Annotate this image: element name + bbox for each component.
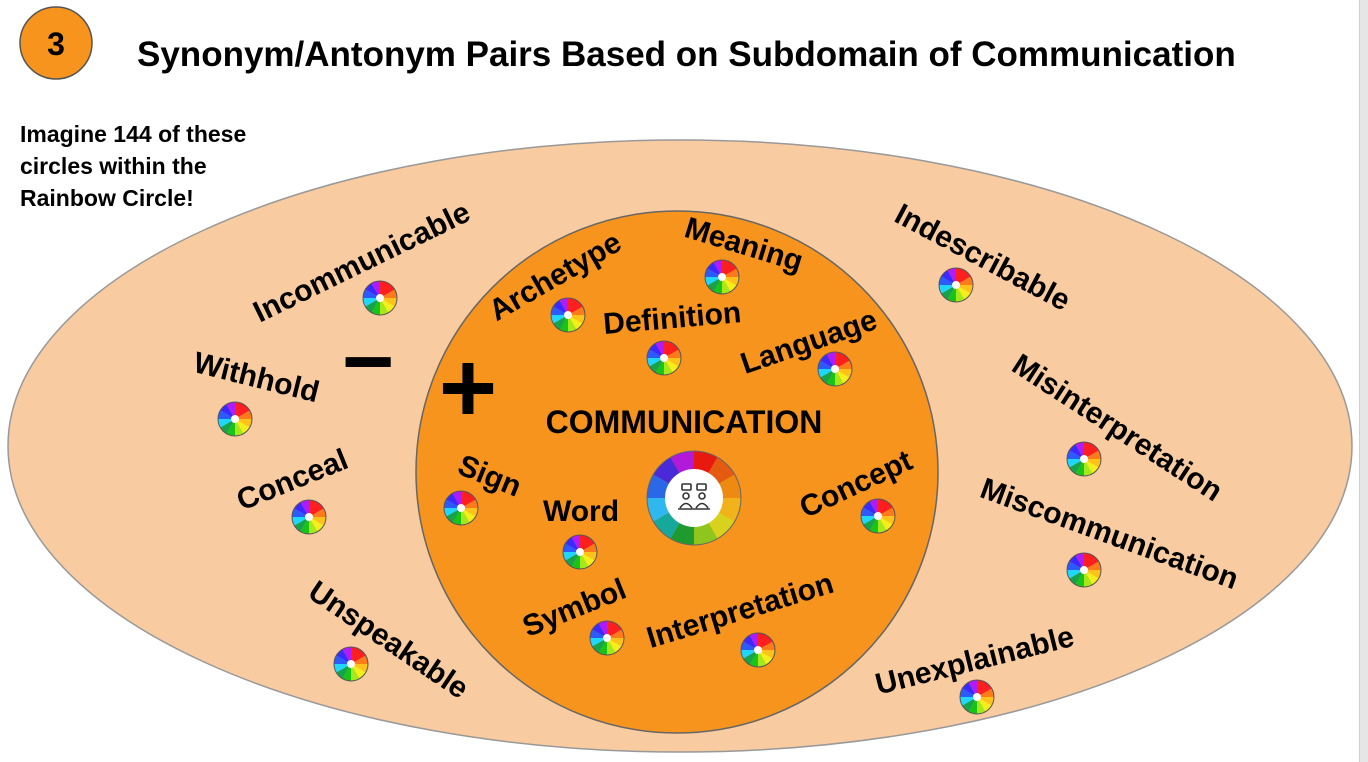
rainbow-wheel-icon xyxy=(817,351,853,387)
rainbow-wheel-icon xyxy=(646,340,682,376)
rainbow-wheel-icon xyxy=(550,297,586,333)
rainbow-wheel-icon xyxy=(362,280,398,316)
step-badge-number: 3 xyxy=(47,26,65,62)
rainbow-wheel-icon xyxy=(217,401,253,437)
rainbow-wheel-icon xyxy=(589,620,625,656)
step-badge xyxy=(19,6,93,80)
note-line-1: Imagine 144 of these xyxy=(20,121,246,147)
slide-edge-scrollbar xyxy=(1359,0,1368,762)
plus-sign: + xyxy=(439,332,497,444)
rainbow-wheel-icon xyxy=(938,267,974,303)
rainbow-wheel-icon xyxy=(860,498,896,534)
synonym-label-word: Word xyxy=(543,495,619,528)
note-line-3: Rainbow Circle! xyxy=(20,185,194,211)
center-rainbow-wheel xyxy=(646,450,742,546)
rainbow-wheel-icon xyxy=(562,534,598,570)
note-line-2: circles within the xyxy=(20,153,207,179)
page-title: Synonym/Antonym Pairs Based on Subdomain… xyxy=(137,35,1236,74)
rainbow-wheel-icon xyxy=(1066,441,1102,477)
rainbow-wheel-icon xyxy=(443,490,479,526)
rainbow-wheel-icon xyxy=(333,646,369,682)
rainbow-wheel-icon xyxy=(1066,552,1102,588)
people-conversation-icon xyxy=(678,483,710,510)
minus-sign: − xyxy=(342,312,395,412)
rainbow-wheel-icon xyxy=(291,499,327,535)
rainbow-wheel-icon xyxy=(959,679,995,715)
center-title: COMMUNICATION xyxy=(546,404,823,440)
rainbow-wheel-icon xyxy=(740,632,776,668)
rainbow-wheel-icon xyxy=(704,259,740,295)
